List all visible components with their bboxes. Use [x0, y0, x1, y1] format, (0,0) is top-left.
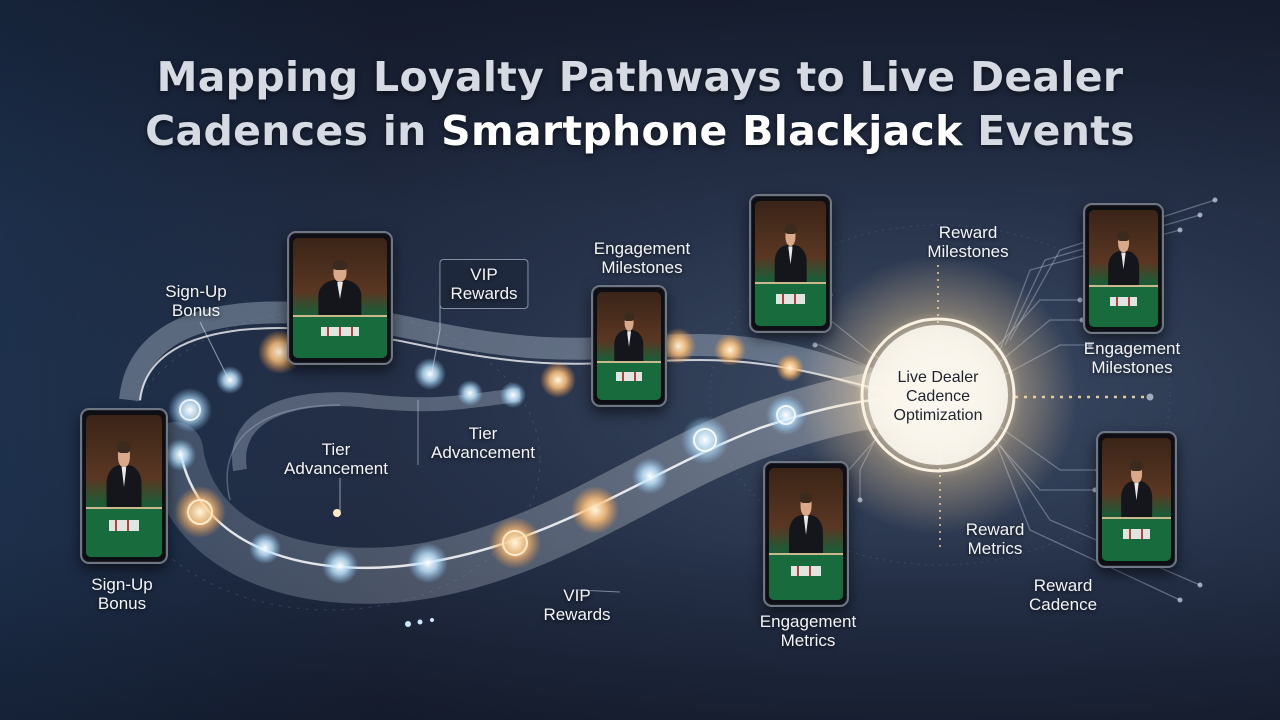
phone-dealer-left	[80, 408, 168, 564]
hub-ring	[860, 317, 1016, 473]
phone-dealer-right-bottom	[1096, 431, 1177, 568]
hub-label: Live Dealer Cadence Optimization	[893, 369, 983, 424]
diagram-title-line-1: Mapping Loyalty Pathways to Live Dealer	[156, 53, 1124, 101]
title-highlight: Smartphone Blackjack	[441, 107, 963, 155]
phone-dealer-center	[591, 285, 667, 407]
phone-dealer-top	[749, 194, 832, 333]
hub-core	[868, 325, 1008, 465]
diagram-title-line-2: Cadences in Smartphone Blackjack Events	[0, 104, 1280, 158]
phone-dealer-upper-left	[287, 231, 393, 365]
title-suffix: Events	[962, 107, 1135, 155]
leader-vip-top	[431, 305, 441, 373]
tech-ring-right	[709, 224, 1171, 566]
leader-vip-bottom	[577, 589, 621, 593]
inner-arc-thin	[226, 404, 341, 501]
title-prefix: Cadences in	[145, 107, 442, 155]
pathway-nodes	[164, 328, 806, 627]
phone-dealer-bottom	[763, 461, 849, 607]
phone-dealer-right-top	[1083, 203, 1164, 334]
